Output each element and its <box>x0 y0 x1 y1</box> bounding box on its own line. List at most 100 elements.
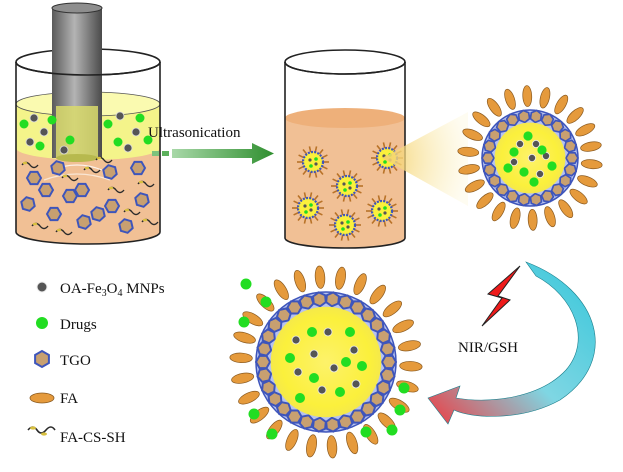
mnp-particle <box>349 345 359 355</box>
mnp-particle <box>317 385 327 395</box>
mini-drug <box>314 157 318 161</box>
legend-drug-label: Drugs <box>60 317 97 333</box>
tgo-sheet <box>103 198 121 214</box>
fa-ligand <box>491 201 506 222</box>
drug-particle <box>35 141 45 151</box>
fa-ligand <box>566 107 584 124</box>
tgo-sheet <box>102 164 118 180</box>
tgo-sheet <box>261 328 276 345</box>
drug-particle <box>113 137 123 147</box>
mini-shell <box>335 174 359 198</box>
drug-particle <box>345 327 355 337</box>
fa-cs-sh-bead <box>62 174 68 178</box>
fa-ligand <box>392 319 414 334</box>
tgo-sheet <box>495 119 510 133</box>
mini-mnp <box>308 158 312 162</box>
drug-particle <box>529 177 539 187</box>
mini-mnp <box>309 208 313 212</box>
tgo-sheet <box>563 139 578 153</box>
mnp-particle <box>291 335 301 345</box>
tgo-sheet <box>134 192 150 208</box>
mnp-particle <box>528 153 537 162</box>
tgo-sheet <box>481 151 495 165</box>
tgo-sheet <box>360 401 377 417</box>
mini-fa-ligand <box>376 165 382 172</box>
tgo-sheet <box>349 409 366 424</box>
mnp-particle <box>351 379 361 389</box>
fa-ligand <box>472 111 491 128</box>
tgo-sheet <box>275 401 292 417</box>
drug-particle <box>335 387 345 397</box>
fa-icon <box>29 392 55 404</box>
fa-ligand <box>554 94 569 115</box>
tgo-sheet <box>488 173 501 188</box>
tgo-sheet <box>254 354 272 370</box>
fa-ligand <box>382 300 402 318</box>
mini-fa-ligand <box>392 144 398 151</box>
tgo-sheet <box>495 183 510 197</box>
mini-drug <box>309 203 313 207</box>
tgo-sheet <box>325 291 341 308</box>
tgo-sheet <box>25 170 43 186</box>
mini-drug <box>304 210 308 214</box>
mnp-particle <box>25 137 35 147</box>
drug-icon <box>36 317 48 329</box>
fa-ligand <box>527 209 538 231</box>
tgo-sheet <box>286 409 303 424</box>
tgo-sheet <box>311 416 327 433</box>
released-drug <box>394 404 406 416</box>
mini-shell <box>370 199 394 223</box>
tgo-sheet <box>550 119 565 133</box>
fa-ligand <box>346 431 359 455</box>
mini-mnp <box>346 225 350 229</box>
tgo-sheet <box>369 316 385 334</box>
mini-mnp <box>342 182 346 186</box>
drug-particle <box>285 353 295 363</box>
mini-fa-ligand <box>387 218 393 225</box>
mini-drug <box>341 227 345 231</box>
drug-particle <box>135 113 145 123</box>
tgo-sheet <box>256 341 273 357</box>
mini-fa-ligand <box>308 146 312 153</box>
beaker-1 <box>15 2 161 245</box>
fa-ligand <box>314 265 326 289</box>
tgo-sheet <box>376 379 391 396</box>
fa-ligand <box>326 435 338 459</box>
tgo-sheet <box>256 367 273 383</box>
ultrasonication-label: Ultrasonication <box>148 125 241 141</box>
tgo-sheet <box>275 307 292 323</box>
mini-fa-ligand <box>340 209 344 216</box>
fa-ligand <box>238 390 260 405</box>
tgo-sheet <box>311 291 327 308</box>
released-drug <box>386 424 398 436</box>
mnp-particle <box>309 349 319 359</box>
mini-fa-ligand <box>303 192 307 199</box>
fa-cs-sh-bead <box>56 228 62 232</box>
mini-nanoparticle <box>331 170 363 202</box>
tgo-sheet <box>550 183 565 197</box>
tgo-sheet <box>298 294 315 310</box>
mini-mnp <box>314 162 318 166</box>
fa-ligand <box>229 352 253 364</box>
mini-fa-ligand <box>350 211 356 218</box>
mini-fa-ligand <box>350 232 356 239</box>
drug-particle <box>523 131 533 141</box>
released-drug <box>260 296 272 308</box>
tgo-sheet <box>61 188 79 204</box>
fa-ligand <box>273 279 289 300</box>
drug-particle <box>307 327 317 337</box>
mini-fa-ligand <box>377 195 381 202</box>
mini-drug <box>343 188 347 192</box>
release-arrow <box>427 261 596 425</box>
ultrasonication-arrow <box>152 143 274 164</box>
mini-fa-ligand <box>302 169 308 176</box>
tgo-sheet <box>540 189 555 203</box>
tgo-sheet <box>261 379 276 396</box>
fa-ligand <box>539 87 551 109</box>
fa-cs-sh-bead <box>124 208 130 212</box>
tgo-sheet <box>337 414 354 430</box>
tgo-sheet <box>369 390 385 408</box>
mini-nanoparticle <box>292 192 324 224</box>
fa-cs-sh-bead <box>96 156 102 160</box>
